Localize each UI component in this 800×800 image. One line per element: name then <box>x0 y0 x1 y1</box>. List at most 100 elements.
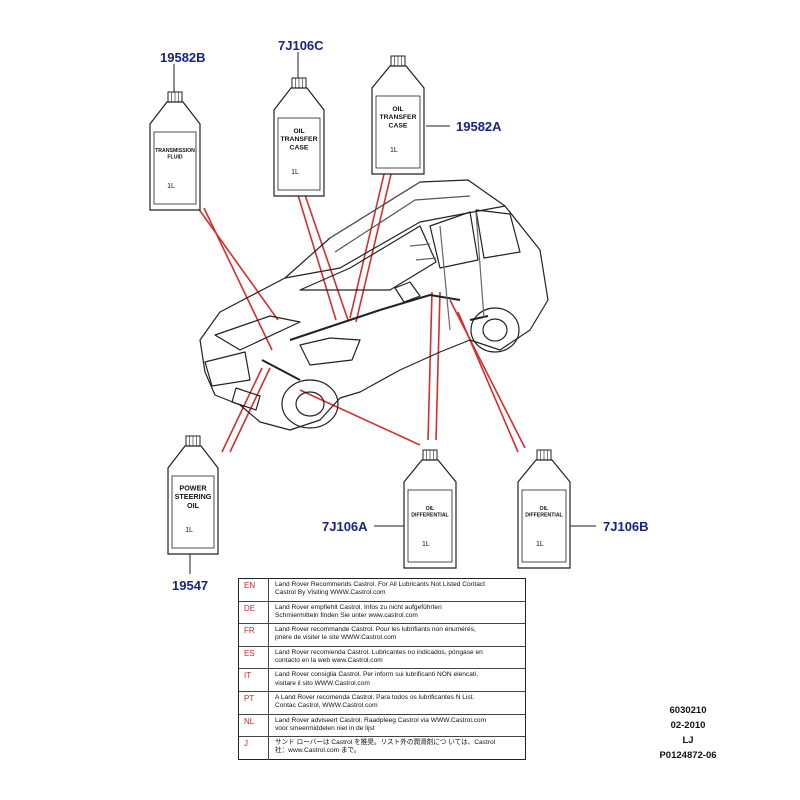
rear-diff-housing <box>394 281 421 303</box>
lubricant-legend-table: EN Land Rover Recommends Castrol. For All… <box>238 578 526 760</box>
legend-row-it: IT Land Rover consiglia Castrol. Per info… <box>239 669 525 692</box>
leader-19582b-a <box>197 207 279 321</box>
vehicle-bonnet <box>214 315 301 351</box>
legend-text: Land Rover Recommends Castrol. For All L… <box>275 581 485 597</box>
bottle-volume-text: 1L <box>536 541 544 548</box>
bottle-body <box>167 445 219 555</box>
bottle-body <box>403 459 457 569</box>
bottle-body <box>371 65 425 175</box>
vehicle-front-window <box>429 211 479 269</box>
bottle-label-text: FLUID <box>167 155 183 161</box>
bottle-label-text: TRANSFER <box>379 114 416 121</box>
reference-part-number: P0124872-06 <box>659 750 717 761</box>
legend-text: Land Rover recommande Castrol. Pour les … <box>275 626 476 642</box>
gearbox <box>299 337 361 366</box>
legend-code: PT <box>239 691 269 714</box>
vehicle-rear-window <box>475 209 521 259</box>
bottle-label-panel <box>153 131 197 205</box>
callout-7j106b: 7J106B <box>603 519 649 534</box>
vehicle-door-pillar <box>439 225 451 331</box>
bottle-label-panel <box>171 475 215 549</box>
bottle-volume-text: 1L <box>185 527 193 534</box>
bottle-label-text: POWER <box>179 483 207 492</box>
legend-text: サンド ローバーは Castrol を推奨。リスト外の潤滑剤につ いては、Cas… <box>275 739 496 755</box>
callout-19582a: 19582A <box>456 119 502 134</box>
legend-code: NL <box>239 714 269 737</box>
legend-text: Land Rover recomienda Castrol. Lubricant… <box>275 648 483 664</box>
vehicle-front-hub <box>295 391 325 417</box>
leader-lines <box>197 169 526 453</box>
vehicle-grille <box>204 351 251 387</box>
vehicle-front-wheel <box>281 379 339 429</box>
leader-7j106c-b <box>304 194 349 321</box>
vehicle-drawing <box>199 179 549 431</box>
callout-connectors <box>173 52 596 574</box>
vehicle-rear-hub <box>482 318 508 342</box>
bottle-label-panel <box>375 95 421 169</box>
leader-19547-b <box>229 367 271 453</box>
vehicle-rear-pillar <box>475 211 485 319</box>
bottle-label-text: OIL <box>540 506 549 512</box>
bottle-label-panel <box>407 489 453 563</box>
legend-row-nl: NL Land Rover adviseert Castrol. Raadplee… <box>239 714 525 738</box>
leader-7j106b-a <box>449 299 526 449</box>
bottle-label-text: OIL <box>187 501 200 510</box>
leader-19582b-b <box>203 207 273 351</box>
bottle-label-text: DIFFERENTIAL <box>411 513 449 519</box>
bottle-volume-text: 1L <box>291 169 299 176</box>
bottle-label-text: OIL <box>392 106 403 113</box>
legend-row-j: J サンド ローバーは Castrol を推奨。リスト外の潤滑剤につ いては、Ca… <box>239 737 525 760</box>
bottle-label-text: OIL <box>426 506 435 512</box>
legend-code: ES <box>239 646 269 669</box>
bottle-body <box>149 101 201 211</box>
legend-code: J <box>239 737 269 760</box>
leader-7j106b-b <box>457 311 519 453</box>
legend-code: EN <box>239 579 269 601</box>
bottle-label-text: OIL <box>293 128 304 135</box>
callout-7j106c: 7J106C <box>278 38 324 53</box>
bottle-label-text: STEERING <box>175 492 212 501</box>
bottle-label-panel <box>521 489 567 563</box>
legend-row-de: DE Land Rover empfiehlt Castrol. Infos zu… <box>239 601 525 625</box>
bottles-layer: TRANSMISSIONFLUID1LOILTRANSFERCASE1LOILT… <box>149 55 571 569</box>
bottle-volume-text: 1L <box>390 147 398 154</box>
bottle-label-text: TRANSFER <box>280 136 317 143</box>
legend-code: IT <box>239 669 269 691</box>
driveline <box>289 294 461 341</box>
vehicle-fog-lamp <box>231 387 261 411</box>
rear-axle <box>469 315 489 321</box>
legend-code: DE <box>239 601 269 624</box>
bottle-volume-text: 1L <box>167 183 175 190</box>
bottle-label-text: DIFFERENTIAL <box>525 513 563 519</box>
reference-initials: LJ <box>682 735 694 746</box>
callout-19582b: 19582B <box>160 50 206 65</box>
bottle-label-text: TRANSMISSION <box>155 148 195 154</box>
vehicle-rear-wheel <box>470 307 520 353</box>
legend-text: Land Rover consiglia Castrol. Per inform… <box>275 671 479 687</box>
leader-7j106a-b <box>427 291 433 441</box>
leader-7j106c-a <box>297 194 337 321</box>
legend-row-en: EN Land Rover Recommends Castrol. For All… <box>239 579 525 602</box>
bottle-volume-text: 1L <box>422 541 430 548</box>
bottle-body <box>517 459 571 569</box>
callout-19547: 19547 <box>172 578 209 593</box>
bottle-label-panel <box>277 117 321 191</box>
legend-text: Land Rover empfiehlt Castrol. Infos zu n… <box>275 603 442 619</box>
legend-text: Land Rover adviseert Castrol. Raadpleeg … <box>275 716 487 732</box>
reference-code: 6030210 <box>669 705 707 716</box>
reference-date: 02-2010 <box>670 720 706 731</box>
legend-row-es: ES Land Rover recomienda Castrol. Lubrica… <box>239 646 525 670</box>
legend-code: FR <box>239 624 269 646</box>
leader-19547-a <box>221 367 263 453</box>
vehicle-door-lines <box>409 243 437 261</box>
vehicle-roof-rail <box>334 195 471 253</box>
callout-7j106a: 7J106A <box>322 519 368 534</box>
vehicle-windscreen-top <box>329 181 421 239</box>
